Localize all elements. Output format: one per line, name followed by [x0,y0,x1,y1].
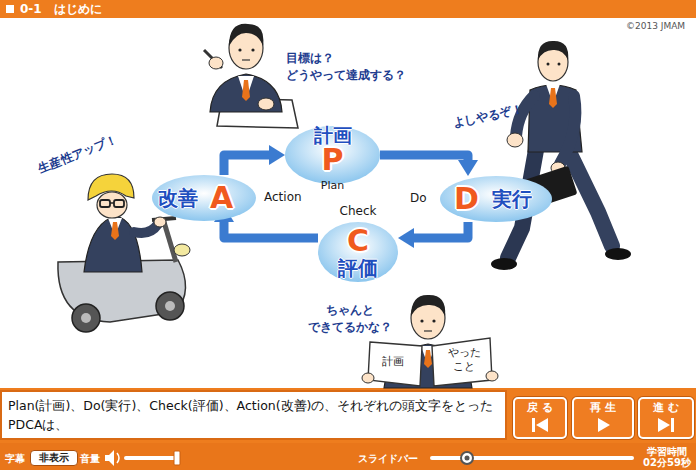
button-text: 戻る [515,401,565,414]
button-text: 再生 [574,401,632,414]
speech-text: 目標は？ どうやって達成する？ [286,50,426,85]
speech-text: ちゃんと できてるかな？ [292,302,407,336]
step-word: Do [410,192,427,204]
step-letter: P [285,145,380,175]
nav-button: 戻る [513,397,567,439]
play-button: 再生 [572,397,634,439]
subtitle-text: Plan(計画)、Do(実行)、Check(評価)、Action(改善)の、それ… [8,396,499,435]
paper-text: やった こと [444,346,484,374]
step-name: 計画 [285,126,380,145]
step-word: Check [318,205,398,217]
cycle-arrow [224,155,270,175]
control-label: 音量 [80,452,100,466]
control-label: 字幕 [5,452,25,466]
pdca-step: 改善AAction [152,175,256,221]
control-label: スライドバー [358,452,418,466]
step-word: Plan [285,180,380,191]
pdca-step: 計画PPlan [285,120,380,184]
step-name: 評価 [318,258,398,278]
nav-button: 進む [638,397,694,439]
paper-text: 計画 [382,354,404,369]
subtitle-panel: Plan(計画)、Do(実行)、Check(評価)、Action(改善)の、それ… [0,390,507,440]
pdca-step: CheckC評価 [318,222,398,282]
step-letter: D [454,184,479,214]
speech-text: よしやるぞ！ [451,101,525,133]
speech-text: 生産性アップ！ [36,131,120,178]
cycle-arrow [380,155,468,161]
button-icon [592,417,614,433]
copyright-text: ©2013 JMAM [626,21,685,31]
cycle-arrow [413,222,468,238]
cycle-arrow [224,221,318,238]
step-name: 実行 [492,189,532,209]
step-letter: A [210,183,233,213]
button-icon [655,417,677,433]
step-letter: C [318,226,398,256]
toggle-button: 非表示 [30,450,78,466]
step-word: Action [264,191,302,203]
button-text: 進む [640,401,692,414]
title-text: 0-1 はじめに [20,2,102,16]
button-text: 非表示 [31,451,77,465]
time-readout: 学習時間 02分59秒 [641,446,693,468]
step-name: 改善 [158,188,198,208]
pdca-step: DoD実行 [440,176,552,222]
button-icon [529,417,551,433]
